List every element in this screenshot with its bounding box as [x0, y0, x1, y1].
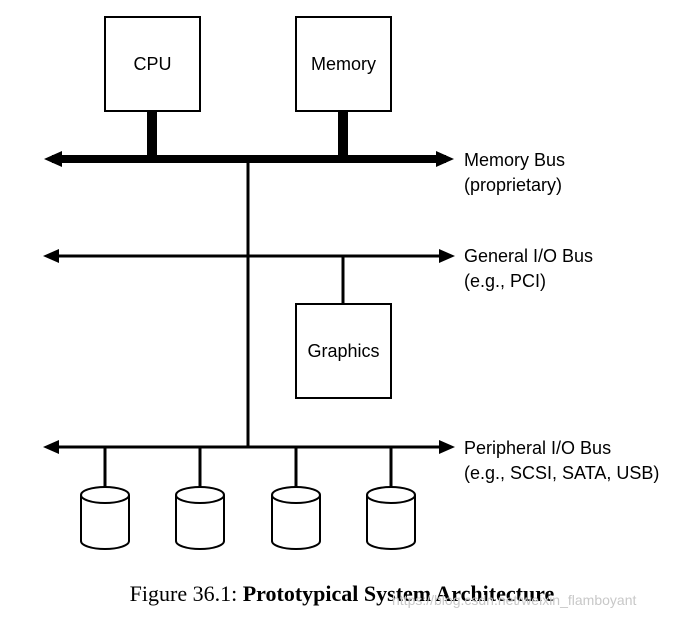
memory-bus-arrow-right	[436, 151, 454, 167]
memory-bus-arrow-left	[44, 151, 62, 167]
disk-cylinder-icon	[175, 447, 225, 550]
disk-cylinder-icon	[80, 447, 130, 550]
peripheral-io-bus-name: Peripheral I/O Bus	[464, 438, 611, 458]
graphics-node: Graphics	[295, 256, 392, 399]
peripheral-io-bus-note: (e.g., SCSI, SATA, USB)	[464, 463, 659, 483]
general-io-bus: General I/O Bus (e.g., PCI)	[43, 246, 593, 291]
peripheral-io-bus-arrow-left	[43, 440, 59, 454]
disk-group	[80, 447, 416, 550]
general-io-bus-note: (e.g., PCI)	[464, 271, 546, 291]
cpu-node: CPU	[104, 16, 201, 159]
cpu-box	[104, 16, 201, 112]
memory-label: Memory	[311, 54, 376, 74]
watermark-text: https://blog.csdn.net/weixin_flamboyant	[392, 592, 637, 608]
peripheral-io-bus: Peripheral I/O Bus (e.g., SCSI, SATA, US…	[43, 438, 659, 483]
figure-caption-title: Prototypical System Architecture	[242, 581, 555, 606]
cpu-connector	[147, 111, 157, 159]
memory-bus: Memory Bus (proprietary)	[44, 150, 565, 195]
memory-bus-name: Memory Bus	[464, 150, 565, 170]
memory-node: Memory	[295, 16, 392, 159]
memory-bus-note: (proprietary)	[464, 175, 562, 195]
general-io-bus-arrow-left	[43, 249, 59, 263]
disk-cylinder-icon	[271, 447, 321, 550]
peripheral-io-bus-arrow-right	[439, 440, 455, 454]
disk-cylinder-icon	[366, 447, 416, 550]
memory-box	[295, 16, 392, 112]
cpu-label: CPU	[133, 54, 171, 74]
graphics-label: Graphics	[307, 341, 379, 361]
memory-connector	[338, 111, 348, 159]
general-io-bus-name: General I/O Bus	[464, 246, 593, 266]
general-io-bus-arrow-right	[439, 249, 455, 263]
graphics-box	[295, 303, 392, 399]
figure-caption: Figure 36.1: Prototypical System Archite…	[0, 581, 684, 607]
figure-caption-prefix: Figure 36.1:	[129, 581, 243, 606]
